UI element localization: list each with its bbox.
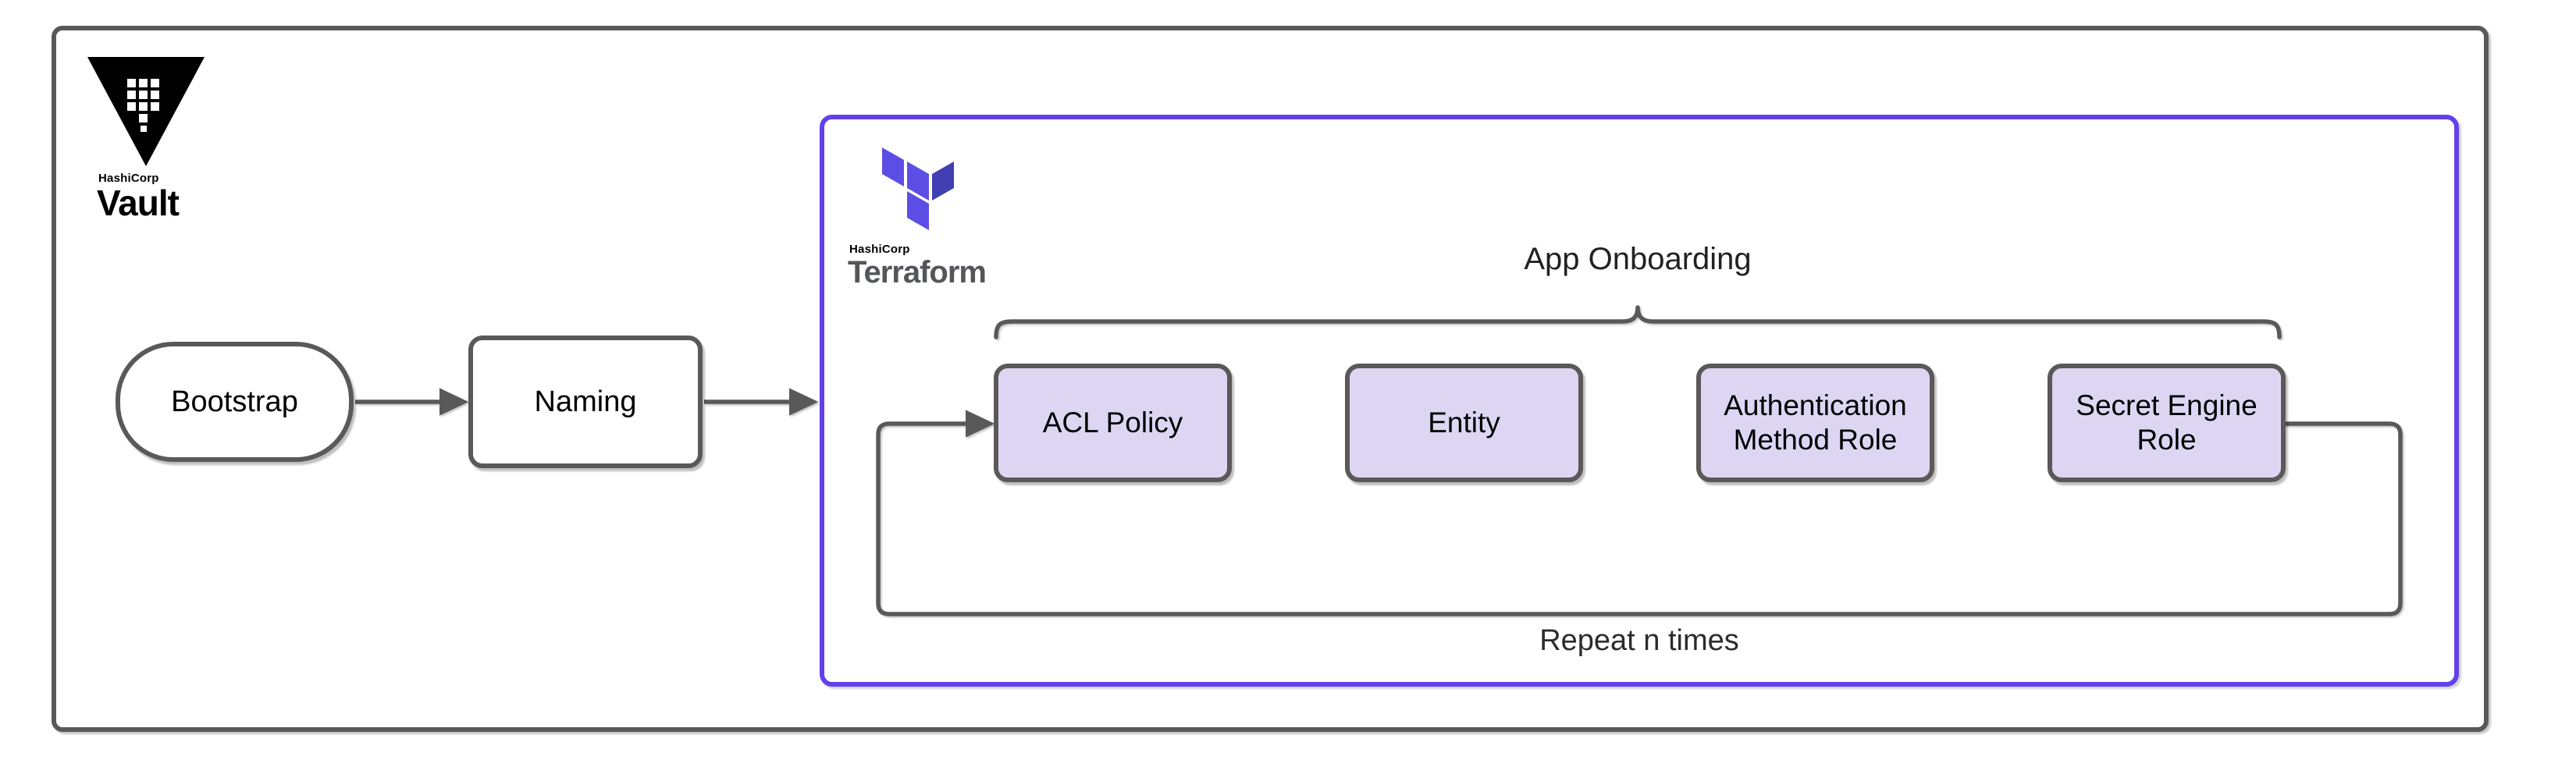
vault-logo-icon xyxy=(87,57,205,166)
vault-brand-text: HashiCorp xyxy=(98,172,159,185)
step-entity-label: Entity xyxy=(1428,406,1500,439)
node-bootstrap: Bootstrap xyxy=(116,342,354,462)
step-secret-engine-role-label: Secret Engine Role xyxy=(2076,389,2258,456)
node-naming-label: Naming xyxy=(534,385,637,418)
terraform-logo: HashiCorp Terraform xyxy=(848,146,1051,289)
step-acl-policy-label: ACL Policy xyxy=(1042,406,1183,439)
node-bootstrap-label: Bootstrap xyxy=(171,385,298,418)
step-authentication-method-role-label: Authentication Method Role xyxy=(1724,389,1907,456)
step-entity: Entity xyxy=(1345,364,1583,482)
terraform-wordmark: Terraform xyxy=(848,255,987,289)
step-acl-policy: ACL Policy xyxy=(994,364,1232,482)
terraform-logo-icon xyxy=(882,147,954,230)
step-authentication-method-role: Authentication Method Role xyxy=(1696,364,1934,482)
vault-wordmark: Vault xyxy=(97,183,180,223)
vault-logo: HashiCorp Vault xyxy=(87,57,259,223)
step-secret-engine-role: Secret Engine Role xyxy=(2048,364,2286,482)
repeat-label: Repeat n times xyxy=(1539,624,1739,657)
node-naming: Naming xyxy=(468,336,703,468)
terraform-brand-text: HashiCorp xyxy=(849,243,910,256)
app-onboarding-title: App Onboarding xyxy=(1524,242,1752,276)
